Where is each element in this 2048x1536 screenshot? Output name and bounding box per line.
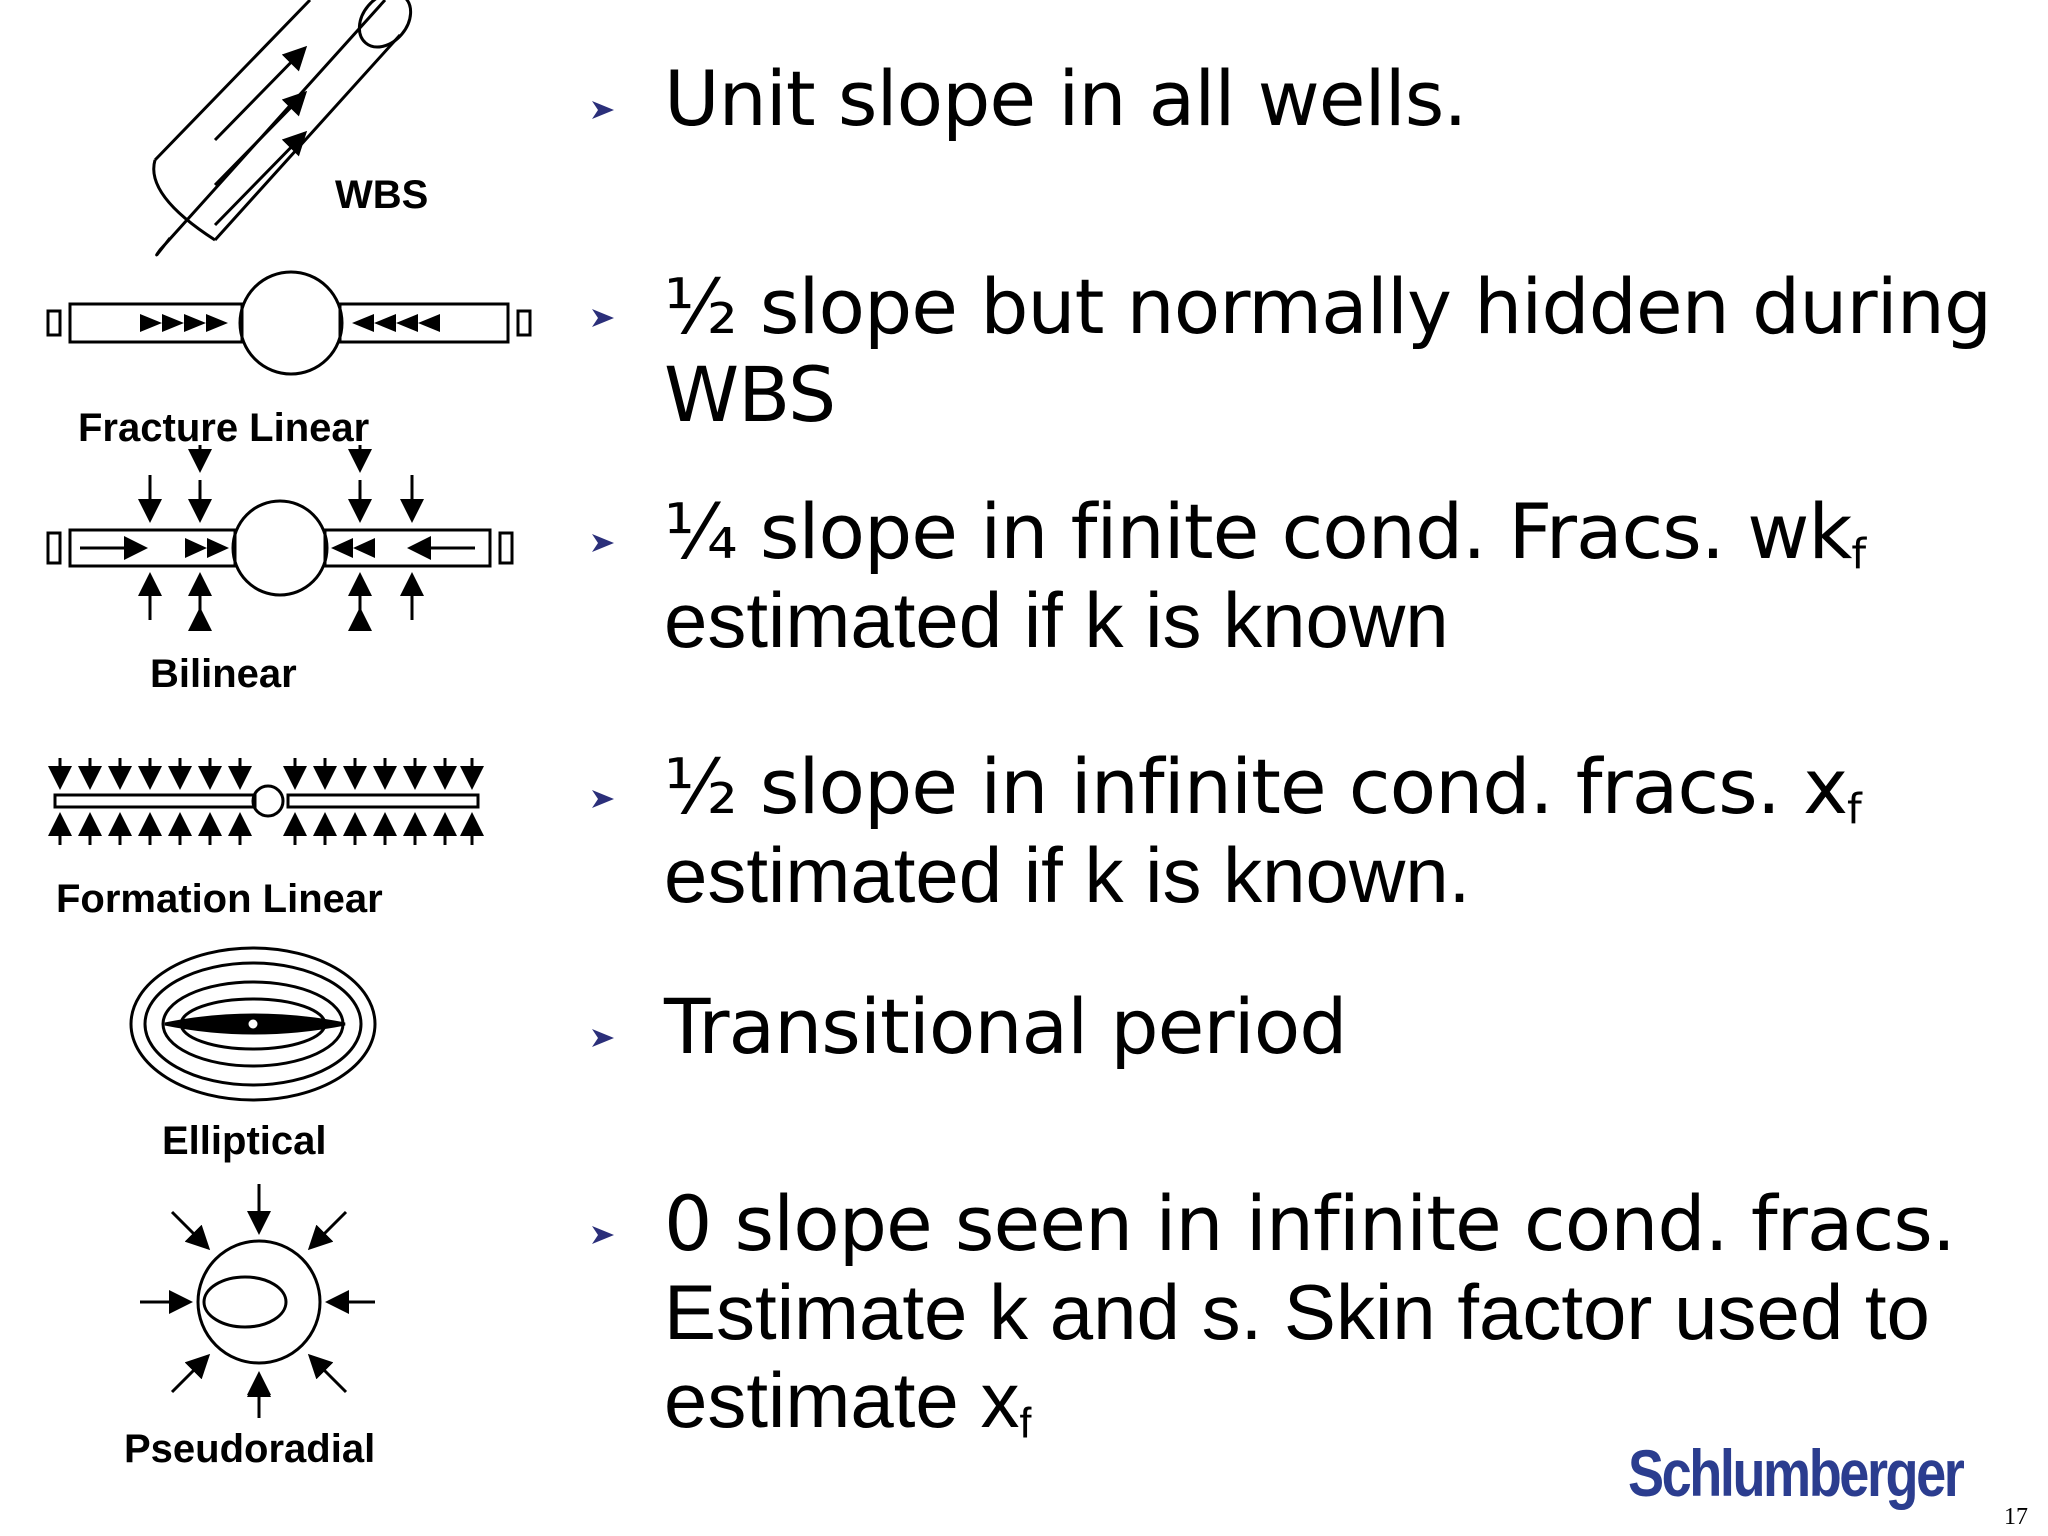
formation-linear-label: Formation Linear <box>56 877 383 921</box>
fracture-linear-icon <box>46 270 532 376</box>
bullet-1-line-1: Unit slope in all wells. <box>664 54 1468 143</box>
bullet-3-line-1: ¼ slope in finite cond. Fracs. wkf <box>664 487 1866 579</box>
bullet-4-line-1-main: ½ slope in infinite cond. fracs. x <box>664 742 1848 831</box>
bullet-2-line-2: WBS <box>664 350 836 439</box>
bullet-2-line-1: ½ slope but normally hidden during <box>664 262 1992 351</box>
schlumberger-logo: Schlumberger <box>1628 1436 1965 1510</box>
bullet-3-line-1-subscript: f <box>1851 529 1866 579</box>
bullet-6-line-2: Estimate k and s. Skin factor used to <box>664 1268 1930 1356</box>
bullet-5-line-1: Transitional period <box>664 982 1347 1071</box>
arrowhead-bullet-icon <box>590 1025 614 1047</box>
bullet-3-line-1-main: ¼ slope in finite cond. Fracs. wk <box>664 487 1852 576</box>
bullet-1-text: Unit slope in all wells. <box>664 54 1468 143</box>
page-number: 17 <box>2004 1504 2028 1530</box>
formation-linear-icon <box>48 758 484 845</box>
bullet-6-line-1: 0 slope seen in infinite cond. fracs. <box>664 1179 1956 1268</box>
bullet-4-line-1: ½ slope in infinite cond. fracs. xf <box>664 742 1862 834</box>
bilinear-icon <box>46 445 514 631</box>
bullet-4-line-1-subscript: f <box>1847 784 1862 834</box>
pseudoradial-flow-icon <box>140 1184 375 1418</box>
bullet-6-line-3-main: estimate x <box>664 1356 1020 1444</box>
fracture-linear-label: Fracture Linear <box>78 406 369 450</box>
bullet-4-line-2: estimated if k is known. <box>664 831 1471 919</box>
bullet-6-line-3-subscript: f <box>1019 1399 1032 1448</box>
bullet-3-text: ¼ slope in finite cond. Fracs. wkf estim… <box>664 487 1866 665</box>
pseudoradial-label: Pseudoradial <box>124 1427 375 1471</box>
arrowhead-bullet-icon <box>590 305 614 327</box>
wbs-wellbore-icon <box>152 0 413 257</box>
bullet-4-text: ½ slope in infinite cond. fracs. xf esti… <box>664 742 1862 920</box>
elliptical-flow-icon <box>129 946 377 1102</box>
bullet-2-text: ½ slope but normally hidden during WBS <box>664 262 1992 439</box>
bullet-6-line-3: estimate xf <box>664 1356 1955 1445</box>
wbs-label: WBS <box>335 173 428 217</box>
elliptical-label: Elliptical <box>162 1119 327 1163</box>
bullet-6-text: 0 slope seen in infinite cond. fracs. Es… <box>664 1179 1956 1446</box>
bullet-5-text: Transitional period <box>664 982 1347 1071</box>
arrowhead-bullet-icon <box>590 786 614 808</box>
arrowhead-bullet-icon <box>590 530 614 552</box>
arrowhead-bullet-icon <box>590 1222 614 1244</box>
arrowhead-bullet-icon <box>590 97 614 119</box>
bilinear-label: Bilinear <box>150 652 297 696</box>
bullet-3-line-2: estimated if k is known <box>664 576 1449 664</box>
